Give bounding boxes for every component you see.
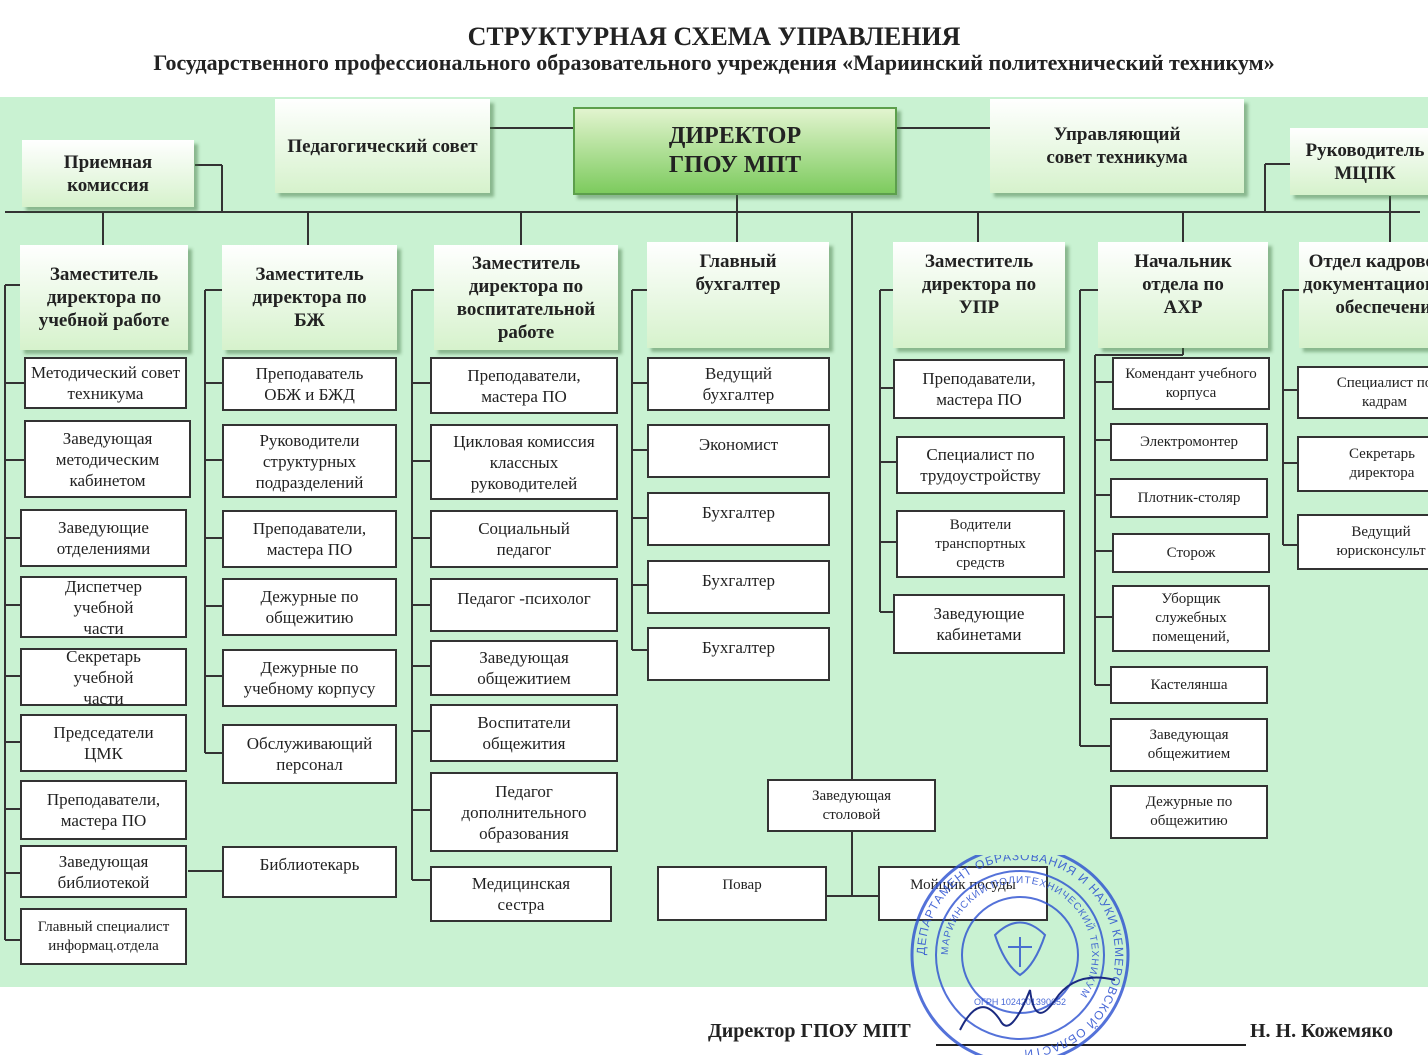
column6-item: Дежурные по общежитию — [1110, 785, 1268, 839]
deputy-production-header: Заместитель директора по УПР — [893, 242, 1065, 348]
column2-item: Преподаватели, мастера ПО — [222, 510, 397, 568]
column3-item: Цикловая комиссия классных руководителей — [430, 424, 618, 500]
column4-item: Бухгалтер — [647, 627, 830, 681]
column2-item: Дежурные по общежитию — [222, 578, 397, 636]
official-stamp: ДЕПАРТАМЕНТ ОБРАЗОВАНИЯ И НАУКИ КЕМЕРОВС… — [910, 855, 1130, 1055]
hr-department-header: Отдел кадрового и документационного обес… — [1299, 242, 1428, 348]
column6-item: Плотник-столяр — [1110, 478, 1268, 518]
deputy-safety-header: Заместитель директора по БЖ — [222, 245, 397, 350]
column1-item: Главный специалист информац.отдела — [20, 908, 187, 965]
column3-item: Педагог -психолог — [430, 578, 618, 632]
page-title: СТРУКТУРНАЯ СХЕМА УПРАВЛЕНИЯ — [467, 22, 961, 51]
signatory-name: Н. Н. Кожемяко — [1250, 1020, 1393, 1042]
column6-item: Уборщик служебных помещений, — [1112, 585, 1270, 652]
coat-of-arms-icon — [993, 921, 1047, 977]
column5-item: Специалист по трудоустройству — [896, 436, 1065, 494]
column6-item: Электромонтер — [1110, 423, 1268, 461]
column6-item: Заведующая общежитием — [1110, 718, 1268, 772]
column1-item: Методический совет техникума — [24, 357, 187, 409]
deputy-educational-header: Заместитель директора по воспитательной … — [434, 245, 618, 350]
column3-item: Медицинская сестра — [430, 866, 612, 922]
signature-scribble — [959, 976, 1116, 1031]
column6-item: Комендант учебного корпуса — [1112, 357, 1270, 410]
column7-item: Секретарь директора — [1297, 436, 1428, 492]
column3-item: Социальный педагог — [430, 510, 618, 568]
director-box: ДИРЕКТОР ГПОУ МПТ — [573, 107, 897, 195]
column4-item: Ведущий бухгалтер — [647, 357, 830, 411]
stamp-ogrn: ОГРН 1024201390652 — [974, 997, 1066, 1007]
management-council-box: Управляющий совет техникума — [990, 99, 1244, 193]
column4-item: Бухгалтер — [647, 560, 830, 614]
column3-item: Заведующая общежитием — [430, 640, 618, 696]
column2-item: Преподаватель ОБЖ и БЖД — [222, 357, 397, 411]
column3-item: Педагог дополнительного образования — [430, 772, 618, 852]
pedagogical-council-box: Педагогический совет — [275, 99, 490, 193]
column4-item: Экономист — [647, 424, 830, 478]
column5-item: Преподаватели, мастера ПО — [893, 359, 1065, 419]
canteen-head-box: Заведующая столовой — [767, 779, 936, 832]
chief-accountant-header: Главный бухгалтер — [647, 242, 829, 348]
column2-item: Дежурные по учебному корпусу — [222, 649, 397, 707]
column4-item: Бухгалтер — [647, 492, 830, 546]
column3-item: Воспитатели общежития — [430, 704, 618, 762]
page-subtitle: Государственного профессионального образ… — [153, 50, 1275, 75]
deputy-academic-header: Заместитель директора по учебной работе — [20, 245, 188, 350]
column1-item: Заведующие отделениями — [20, 509, 187, 567]
column5-item: Заведующие кабинетами — [893, 594, 1065, 654]
cook-box: Повар — [657, 866, 827, 921]
column7-item: Специалист по кадрам — [1297, 366, 1428, 419]
admission-committee-box: Приемная комиссия — [22, 140, 194, 207]
signature-label: Директор ГПОУ МПТ — [708, 1020, 911, 1042]
column1-item: Диспетчер учебной части — [20, 576, 187, 638]
column6-item: Сторож — [1112, 533, 1270, 573]
column1-item: Секретарь учебной части — [20, 648, 187, 706]
column1-item: Заведующая методическим кабинетом — [24, 420, 191, 498]
column2-item: Руководители структурных подразделений — [222, 424, 397, 498]
mccq-head-box: Руководитель МЦПК — [1290, 128, 1428, 195]
column1-item: Заведующая библиотекой — [20, 845, 187, 898]
ahr-head-header: Начальник отдела по АХР — [1098, 242, 1268, 348]
dishwasher-box: Мойщик посуды — [878, 866, 1048, 921]
column2-item: Обслуживающий персонал — [222, 724, 397, 784]
signature-line — [936, 1044, 1246, 1046]
column7-item: Ведущий юрисконсульт — [1297, 514, 1428, 570]
column2-item: Библиотекарь — [222, 846, 397, 898]
column5-item: Водители транспортных средств — [896, 510, 1065, 578]
column6-item: Кастелянша — [1110, 666, 1268, 704]
column3-item: Преподаватели, мастера ПО — [430, 357, 618, 414]
column1-item: Председатели ЦМК — [20, 714, 187, 772]
column1-item: Преподаватели, мастера ПО — [20, 780, 187, 840]
